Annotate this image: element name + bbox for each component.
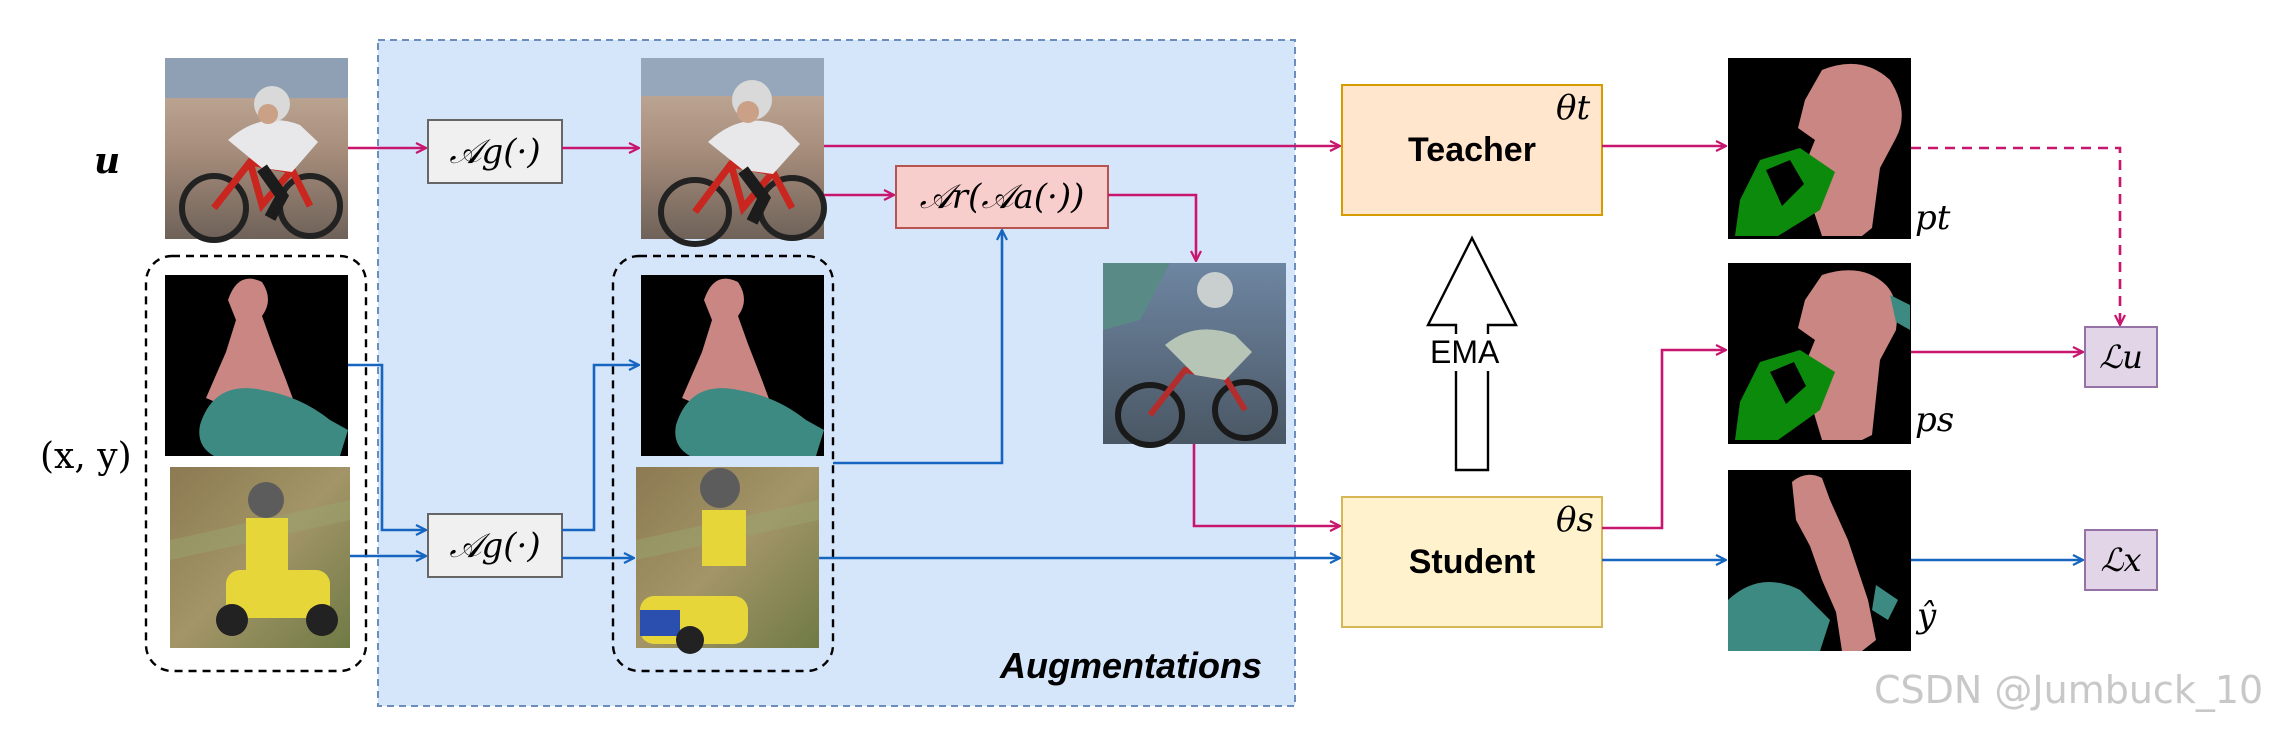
ground-truth-mask [1728, 470, 1911, 651]
unlabeled-image [165, 58, 348, 243]
blue-arrows [348, 230, 2083, 560]
student-label: Student [1408, 542, 1536, 581]
labeled-image [170, 467, 350, 648]
mix-aug-box [895, 165, 1109, 229]
augmented-mask [641, 275, 824, 456]
geometric-aug-box-bottom [427, 513, 563, 578]
mix-aug-label: 𝒜r(𝒜a(·)) [919, 177, 1085, 217]
unlabeled-input-label: u [94, 140, 121, 182]
student-pred-label: ps [1915, 400, 1955, 440]
loss-x-label: ℒx [2100, 541, 2142, 579]
augmented-labeled-image [636, 467, 819, 654]
watermark: CSDN @Jumbuck_10 [1874, 668, 2264, 712]
ema-label: EMA [1428, 334, 1502, 371]
geometric-aug-box-top [427, 119, 563, 184]
student-prediction [1728, 263, 1911, 444]
teacher-label: Teacher [1408, 130, 1536, 169]
loss-x-box [2084, 529, 2158, 591]
student-box[interactable] [1341, 496, 1603, 628]
mixed-image [1103, 263, 1286, 448]
augmentations-title: Augmentations [1000, 645, 1263, 686]
labeled-mask [165, 275, 348, 456]
labeled-pair-group [144, 254, 368, 673]
magenta-arrows [348, 146, 2120, 528]
teacher-params-label: θt [1556, 88, 1591, 128]
augmented-unlabeled-image [641, 58, 827, 247]
augmented-pair-group [611, 254, 835, 673]
geometric-aug-label-bottom: 𝒜g(·) [449, 525, 541, 566]
labeled-input-label: (x, y) [40, 436, 132, 477]
teacher-box[interactable] [1341, 84, 1603, 216]
ground-truth-label: ŷ [1917, 596, 1937, 636]
teacher-prediction [1728, 58, 1911, 239]
geometric-aug-label-top: 𝒜g(·) [449, 131, 541, 172]
loss-u-label: ℒu [2099, 338, 2143, 376]
teacher-pred-label: pt [1915, 198, 1951, 238]
loss-u-box [2084, 326, 2158, 388]
student-params-label: θs [1556, 500, 1594, 540]
